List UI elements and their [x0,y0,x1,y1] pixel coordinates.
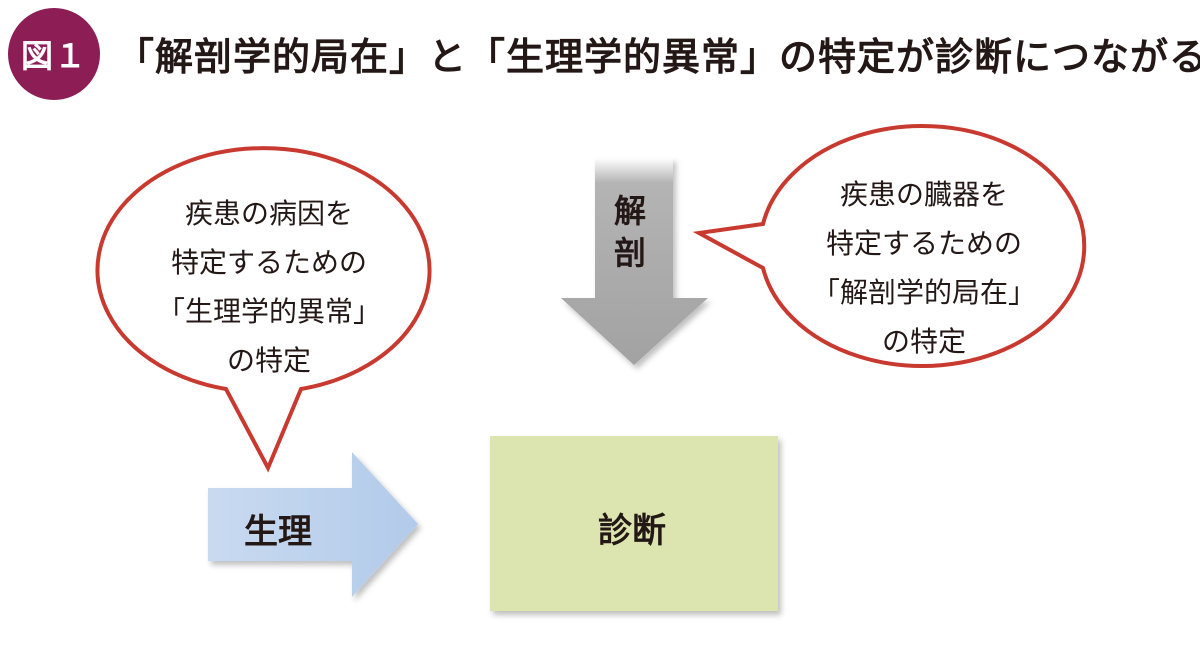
left-bubble-line: の特定 [226,344,311,377]
left-bubble-line: 疾患の病因を [184,197,353,230]
right-bubble-text: 疾患の臓器を 特定するための 「解剖学的局在」 の特定 [762,170,1086,366]
right-bubble-line: 「解剖学的局在」 [811,276,1036,309]
physiology-label: 生理 [244,512,312,552]
right-speech-bubble [692,124,1087,368]
left-bubble-text: 疾患の病因を 特定するための 「生理学的異常」 の特定 [102,189,436,385]
left-bubble-line: 「生理学的異常」 [156,295,381,328]
physiology-arrow [208,452,418,597]
diagnosis-box [490,436,778,611]
anatomy-label-bottom: 剖 [614,234,647,272]
anatomy-label-top: 解 [614,192,647,230]
figure-title: 「解剖学的局在」と「生理学的異常」の特定が診断につながる [116,35,1200,79]
left-speech-bubble [95,146,432,473]
diagnosis-label: 診断 [598,511,666,551]
left-bubble-line: 特定するための [170,246,367,279]
right-bubble-line: 特定するための [825,227,1022,260]
figure-badge: 図１ [8,8,100,100]
right-bubble-line: の特定 [881,325,966,358]
anatomy-arrow [561,158,708,365]
right-bubble-line: 疾患の臓器を [839,178,1008,211]
